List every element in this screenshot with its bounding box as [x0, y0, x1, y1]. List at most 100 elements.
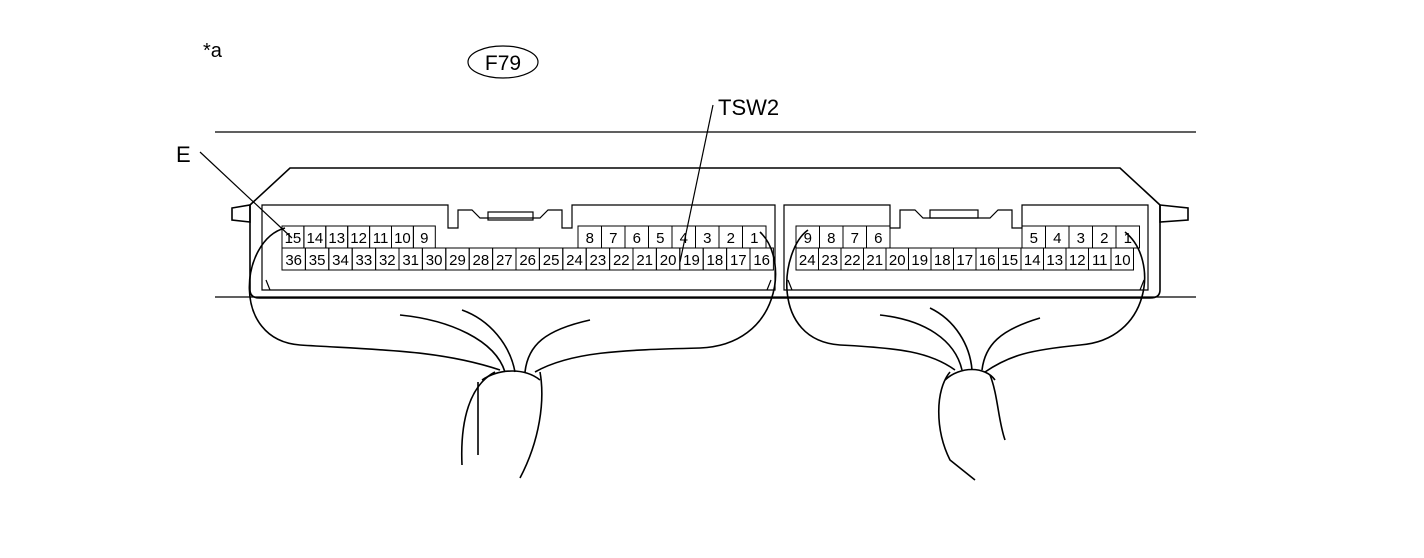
left-pin-top-8: 8 — [577, 225, 602, 249]
left-pin-top-6: 6 — [624, 225, 649, 249]
pin-number: 19 — [911, 252, 928, 269]
right-pin-top-3: 3 — [1068, 225, 1093, 249]
pin-number: 34 — [332, 252, 349, 269]
left-pin-bottom-19: 19 — [679, 247, 704, 271]
right-pin-bottom-20: 20 — [885, 247, 909, 271]
left-pin-bottom-22: 22 — [609, 247, 634, 271]
pin-number: 9 — [420, 230, 428, 247]
right-pin-bottom-13: 13 — [1043, 247, 1067, 271]
pin-number: 16 — [979, 252, 996, 269]
pin-number: 4 — [680, 230, 688, 247]
right-pin-top-6: 6 — [866, 225, 891, 249]
left-pin-bottom-26: 26 — [515, 247, 540, 271]
left-pin-bottom-25: 25 — [538, 247, 564, 271]
pin-number: 14 — [1024, 252, 1041, 269]
pin-number: 20 — [889, 252, 906, 269]
left-pin-top-7: 7 — [601, 225, 626, 249]
pin-number: 22 — [844, 252, 861, 269]
pin-number: 15 — [1001, 252, 1018, 269]
callout-tsw2-leader — [679, 104, 714, 263]
right-pin-bottom-16: 16 — [975, 247, 999, 271]
pin-number: 35 — [309, 252, 326, 269]
left-pin-bottom-29: 29 — [445, 247, 470, 271]
pin-number: 32 — [379, 252, 396, 269]
pin-number: 29 — [449, 252, 466, 269]
right-pin-top-7: 7 — [842, 225, 867, 249]
right-pin-bottom-24: 24 — [795, 247, 819, 271]
left-pin-bottom-23: 23 — [585, 247, 611, 271]
pin-number: 1 — [1124, 230, 1132, 247]
figure-label: *a — [203, 40, 223, 62]
callout-e-leader — [199, 151, 293, 239]
left-pin-top-1: 1 — [742, 225, 767, 249]
connector-code-oval — [467, 45, 539, 79]
left-pin-top-3: 3 — [695, 225, 720, 249]
pin-number: 2 — [727, 230, 735, 247]
pin-number: 22 — [613, 252, 630, 269]
pin-number: 15 — [285, 230, 302, 247]
left-pin-bottom-34: 34 — [328, 247, 353, 271]
right-pin-top-8: 8 — [819, 225, 844, 249]
pin-number: 1 — [750, 230, 758, 247]
pin-number: 26 — [519, 252, 536, 269]
left-pin-bottom-18: 18 — [702, 247, 728, 271]
pin-number: 3 — [1077, 230, 1085, 247]
connector-code-badge: F79 — [467, 45, 539, 79]
pin-number: 17 — [730, 252, 747, 269]
pin-number: 14 — [307, 230, 324, 247]
pin-number: 12 — [350, 230, 367, 247]
callout-tsw2-label: TSW2 — [718, 95, 779, 120]
pin-number: 16 — [753, 252, 770, 269]
pin-number: 5 — [1030, 230, 1038, 247]
right-pin-top-4: 4 — [1045, 225, 1070, 249]
left-pin-bottom-27: 27 — [492, 247, 517, 271]
wire-harness — [248, 227, 1146, 481]
left-pin-bottom-28: 28 — [468, 247, 494, 271]
pin-number: 23 — [821, 252, 838, 269]
left-pin-bottom-32: 32 — [375, 247, 400, 271]
pin-number: 36 — [285, 252, 302, 269]
pin-number: 2 — [1100, 230, 1108, 247]
pin-number: 18 — [707, 252, 724, 269]
left-pin-top-2: 2 — [718, 225, 743, 249]
right-pin-bottom-15: 15 — [998, 247, 1022, 271]
connector-code: F79 — [485, 52, 521, 75]
pin-number: 21 — [636, 252, 653, 269]
right-pin-bottom-19: 19 — [908, 247, 932, 271]
pin-number: 10 — [394, 230, 411, 247]
ecu-housing — [231, 167, 1189, 299]
pin-number: 27 — [496, 252, 513, 269]
left-pin-bottom-35: 35 — [304, 247, 330, 271]
left-pin-bottom-30: 30 — [421, 247, 447, 271]
pin-number: 10 — [1114, 252, 1131, 269]
pin-number: 11 — [1092, 252, 1108, 269]
pin-number: 8 — [827, 230, 835, 247]
left-pin-top-14: 14 — [303, 225, 327, 249]
left-pin-top-10: 10 — [391, 225, 414, 249]
pin-number: 23 — [590, 252, 607, 269]
pin-number: 3 — [703, 230, 711, 247]
pin-number: 21 — [866, 252, 883, 269]
pin-number: 9 — [804, 230, 812, 247]
left-pin-top-11: 11 — [369, 225, 393, 249]
right-pin-bottom-10: 10 — [1110, 247, 1134, 271]
pin-number: 19 — [683, 252, 700, 269]
right-pin-top-5: 5 — [1021, 225, 1046, 249]
pin-number: 11 — [373, 230, 389, 247]
right-pin-bottom-14: 14 — [1020, 247, 1044, 271]
pin-number: 31 — [402, 252, 419, 269]
right-pin-bottom-11: 11 — [1088, 247, 1112, 271]
left-pin-top-5: 5 — [648, 225, 673, 249]
pin-number: 7 — [609, 230, 617, 247]
pin-number: 5 — [656, 230, 664, 247]
right-pin-bottom-23: 23 — [818, 247, 842, 271]
pin-number: 13 — [1046, 252, 1063, 269]
left-pin-top-13: 13 — [325, 225, 349, 249]
left-pin-bottom-33: 33 — [351, 247, 377, 271]
left-pin-bottom-36: 36 — [281, 247, 306, 271]
left-pin-bottom-20: 20 — [655, 247, 681, 271]
pin-number: 6 — [874, 230, 882, 247]
pin-number: 4 — [1053, 230, 1061, 247]
pin-number: 18 — [934, 252, 951, 269]
